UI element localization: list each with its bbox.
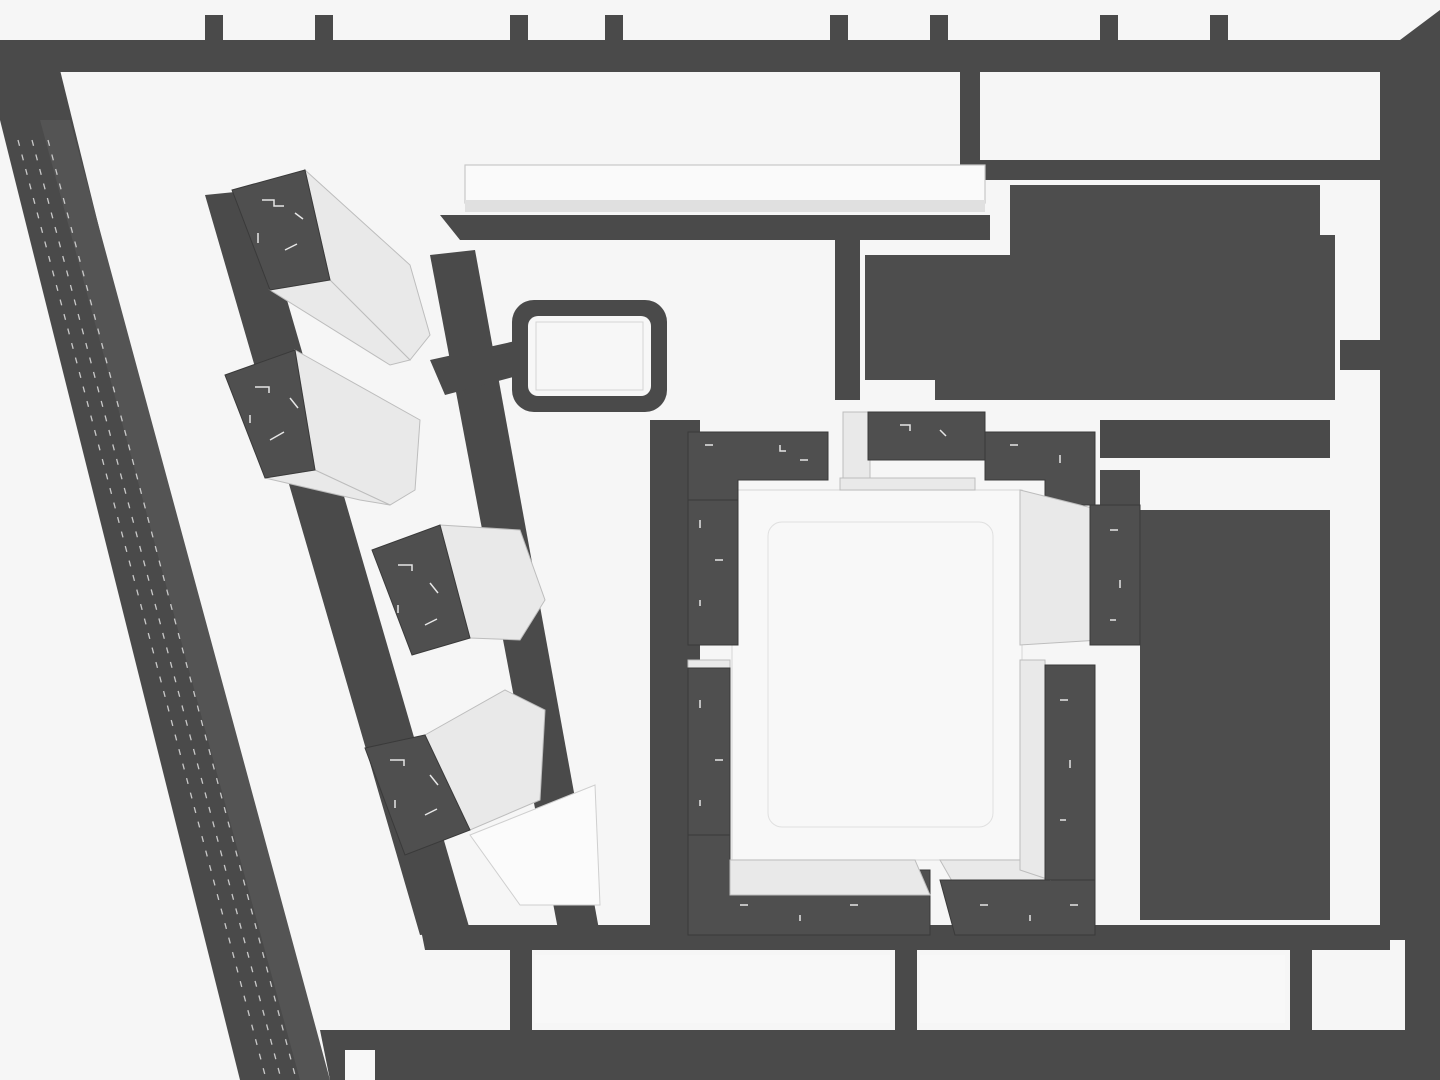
road-central-north-south <box>835 235 860 400</box>
courtyard-path <box>767 521 994 828</box>
roof-details <box>699 424 1121 921</box>
perimeter-block <box>687 411 1141 936</box>
road-east-cross <box>1100 420 1330 458</box>
road-east-inner <box>1380 60 1405 940</box>
parcel-north-east <box>865 185 1335 400</box>
road-central-spine <box>440 215 990 240</box>
wing-north-tower <box>867 411 986 461</box>
wing-south-right <box>939 879 1096 936</box>
lane-markings <box>17 139 296 1076</box>
wing-west-upper <box>687 499 739 646</box>
wing-east-lower <box>1044 664 1096 881</box>
wedge-plaza <box>469 784 601 906</box>
road-east-spur <box>1340 340 1385 370</box>
road-network <box>0 10 1440 1080</box>
parcel-east-large <box>1140 510 1330 920</box>
rounded-plaza <box>512 300 667 412</box>
wing-east-tower <box>1089 504 1141 646</box>
road-east <box>1400 10 1440 1080</box>
tower-4 <box>364 689 546 856</box>
road-north-loop <box>960 72 1380 180</box>
tower-2 <box>224 349 421 506</box>
wing-west-lower <box>687 667 731 836</box>
road-north-avenue <box>0 40 1440 72</box>
parcels-east <box>865 185 1335 920</box>
road-south-connectors <box>510 945 1312 1035</box>
road-north-connectors <box>205 15 1228 45</box>
road-south-street <box>320 1030 1440 1080</box>
tower-3 <box>371 524 546 656</box>
courtyard <box>731 489 1023 861</box>
southern-plots <box>345 955 1285 1080</box>
tower-1 <box>231 168 431 366</box>
slab-building-north <box>464 164 986 212</box>
road-west-carriageway <box>40 120 330 1080</box>
